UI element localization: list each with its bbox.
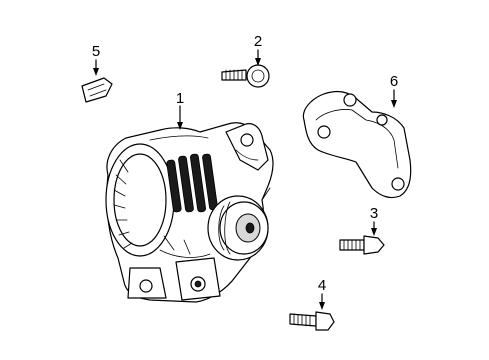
callout-leaders — [93, 49, 397, 310]
callout-2: 2 — [254, 33, 262, 50]
callout-3: 3 — [370, 205, 378, 222]
callout-6: 6 — [390, 73, 398, 90]
bracket-part-6 — [302, 90, 412, 199]
bolt-part-4 — [289, 311, 335, 331]
clip-part-5 — [81, 77, 113, 103]
callout-5: 5 — [92, 43, 100, 60]
callout-4: 4 — [318, 277, 326, 294]
bolt-part-3 — [339, 235, 385, 255]
callout-labels: 1 2 3 4 5 6 — [92, 33, 398, 294]
alternator-part-1 — [105, 122, 274, 303]
stud-bolt-part-2 — [221, 64, 270, 88]
callout-1: 1 — [176, 90, 184, 107]
